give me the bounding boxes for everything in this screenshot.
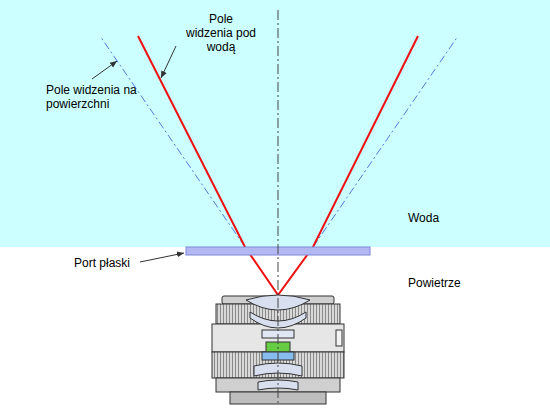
port-label: Port płaski bbox=[74, 256, 154, 270]
air-label: Powietrze bbox=[408, 276, 498, 290]
optical-axis bbox=[278, 10, 279, 405]
air-fov-line bbox=[100, 36, 245, 247]
underwater-fov-label: Pole widzenia pod wodą bbox=[184, 12, 258, 54]
leader-line bbox=[140, 253, 184, 262]
leader-line bbox=[92, 61, 117, 79]
surface-fov-label: Pole widzenia na powierzchni bbox=[46, 83, 156, 111]
leader-line bbox=[161, 46, 176, 78]
water-label: Woda bbox=[408, 211, 488, 225]
water-region bbox=[0, 0, 550, 247]
water-fov-line bbox=[138, 36, 418, 295]
